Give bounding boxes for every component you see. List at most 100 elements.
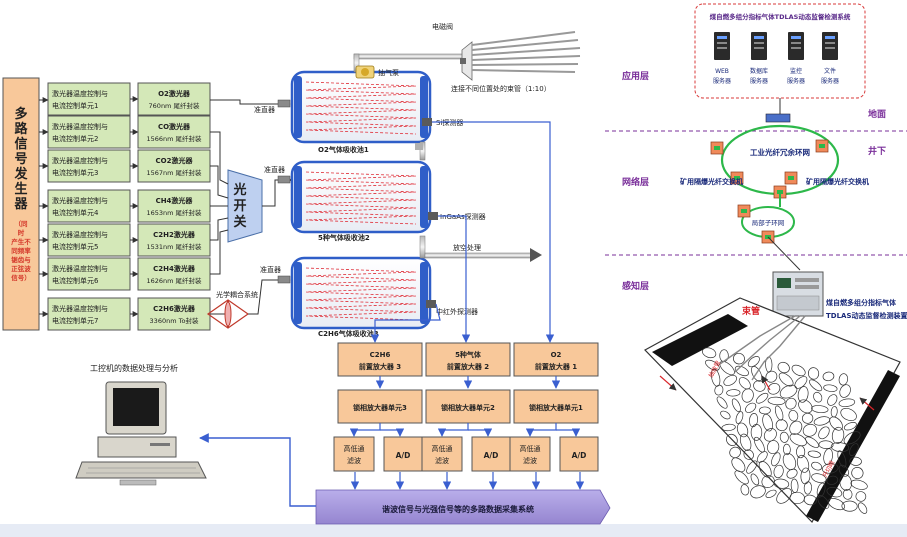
airflow-arrows xyxy=(659,375,875,411)
laser-name: CO2激光器 xyxy=(156,156,194,165)
signal-generator-title-char: 路 xyxy=(14,121,28,137)
preamp-label-1: O2 xyxy=(551,351,562,359)
signal-generator-title-char: 器 xyxy=(13,197,28,212)
signal-generator-title-char: 发 xyxy=(13,166,28,182)
collimator-label-2: 准直器 xyxy=(264,165,285,174)
controller-label-1: 激光器温度控制与 xyxy=(52,156,108,165)
controller-label-1: 激光器温度控制与 xyxy=(52,264,108,273)
bundle-tube-lines xyxy=(471,31,581,73)
laser-beam-path xyxy=(305,81,417,135)
controller-box xyxy=(47,257,131,291)
fiber-ring-label: 工业光纤冗余环网 xyxy=(750,147,810,157)
layer-app-label: 应用层 xyxy=(622,70,649,82)
filter-box xyxy=(333,436,375,472)
preamp-label-2: 前置放大器 1 xyxy=(535,362,577,371)
laser-spec: 1531nm 尾纤封装 xyxy=(146,242,202,251)
signal-generator-note: （同 xyxy=(15,220,29,228)
laser-name: CO激光器 xyxy=(158,122,191,131)
controller-label-1: 激光器温度控制与 xyxy=(52,89,108,98)
daq-label: 谐波信号与光强信号等的多路数据采集系统 xyxy=(382,504,534,514)
lockin-box xyxy=(513,389,599,424)
computer-label: 工控机的数据处理与分析 xyxy=(90,363,178,373)
lockin-box xyxy=(425,389,511,424)
daq-to-computer-line xyxy=(199,433,316,507)
absorption-cell xyxy=(290,70,432,144)
preamp-label-2: 前置放大器 2 xyxy=(447,362,489,371)
laser-name: C2H2激光器 xyxy=(153,230,196,239)
pump-label: 抽气泵 xyxy=(378,68,399,77)
detector-signal-lines xyxy=(370,121,555,343)
generator-connectors xyxy=(39,97,49,317)
laser-box xyxy=(137,257,211,291)
laser-spec: 1626nm 尾纤封装 xyxy=(146,276,202,285)
lockin-label: 锁相放大器单元1 xyxy=(528,403,583,412)
lockin-label: 锁相放大器单元2 xyxy=(440,403,495,412)
laser-beam-path xyxy=(305,171,417,225)
ground-label: 地面 xyxy=(868,108,886,120)
signal-generator-note: 信号） xyxy=(11,273,31,282)
preamp-box xyxy=(425,342,511,377)
filter-label-1: 高低通 xyxy=(344,444,365,453)
roadway-dark-upper xyxy=(652,314,748,366)
signal-generator-title-char: 多 xyxy=(14,106,27,122)
controller-label-2: 电流控制单元3 xyxy=(52,168,98,177)
controller-label-2: 电流控制单元6 xyxy=(52,276,99,285)
laser-box xyxy=(137,115,211,149)
ad-label: A/D xyxy=(572,451,587,460)
controller-label-1: 激光器温度控制与 xyxy=(52,304,108,313)
device-label-2: TDLAS动态监督检测装置 xyxy=(826,311,907,320)
controller-box xyxy=(47,149,131,183)
application-layer: 煤自燃多组分指标气体TDLAS动态监督检测系统 WEB服务器数据库服务器监控服务… xyxy=(694,3,866,99)
controller-label-2: 电流控制单元2 xyxy=(52,134,98,143)
server-label-2: 服务器 xyxy=(821,77,839,85)
controller-label-1: 激光器温度控制与 xyxy=(52,196,108,205)
ad-label: A/D xyxy=(484,451,499,460)
sensing-layer: 煤自燃多组分指标气体 TDLAS动态监督检测装置 束管 抽放管 开切眼 xyxy=(644,271,907,524)
device-label-1: 煤自燃多组分指标气体 xyxy=(826,298,897,307)
laser-spec: 1567nm 尾纤封装 xyxy=(146,168,202,177)
laser-box xyxy=(137,223,211,257)
server-label-2: 服务器 xyxy=(750,77,768,85)
pump: 抽气泵 xyxy=(355,65,399,79)
filter-label-1: 高低通 xyxy=(432,444,453,453)
cell2-label: 5种气体吸收池2 xyxy=(318,233,370,242)
mid-ir-detector-label: 中红外探测器 xyxy=(436,307,478,316)
industrial-computer: 工控机的数据处理与分析 xyxy=(75,363,207,486)
bundle-tube-routes xyxy=(719,315,806,381)
laser-box xyxy=(137,149,211,183)
controller-box xyxy=(47,189,131,223)
collimator-label-1: 准直器 xyxy=(254,105,275,114)
bottom-strip xyxy=(0,524,907,537)
signal-generator-note: 锯齿与 xyxy=(11,255,31,264)
signal-generator-note: 时 xyxy=(18,228,25,237)
bundle-label: 束管 xyxy=(742,305,760,317)
laser-box xyxy=(137,297,211,331)
server-label-2: 服务器 xyxy=(787,77,805,85)
laser-spec: 760nm 尾纤封装 xyxy=(149,101,200,110)
bundle-tube-label: 连接不同位置处的束管（1:10） xyxy=(451,84,551,93)
preamp-box xyxy=(337,342,423,377)
controller-box xyxy=(47,115,131,149)
controller-box xyxy=(47,223,131,257)
switch-right-label: 矿用隔爆光纤交换机 xyxy=(806,177,869,186)
monitoring-device xyxy=(772,271,824,317)
ad-box xyxy=(383,436,423,472)
exhaust-label: 放空处理 xyxy=(453,243,481,252)
layer-dividers xyxy=(605,130,907,256)
laser-spec: 1566nm 尾纤封装 xyxy=(146,134,202,143)
laser-spec: 1653nm 尾纤封装 xyxy=(146,208,202,217)
switch-left-label: 矿用隔爆光纤交换机 xyxy=(680,177,743,186)
laser-box xyxy=(137,82,211,116)
router-icon xyxy=(765,113,791,123)
filter-label-2: 滤波 xyxy=(523,456,537,465)
